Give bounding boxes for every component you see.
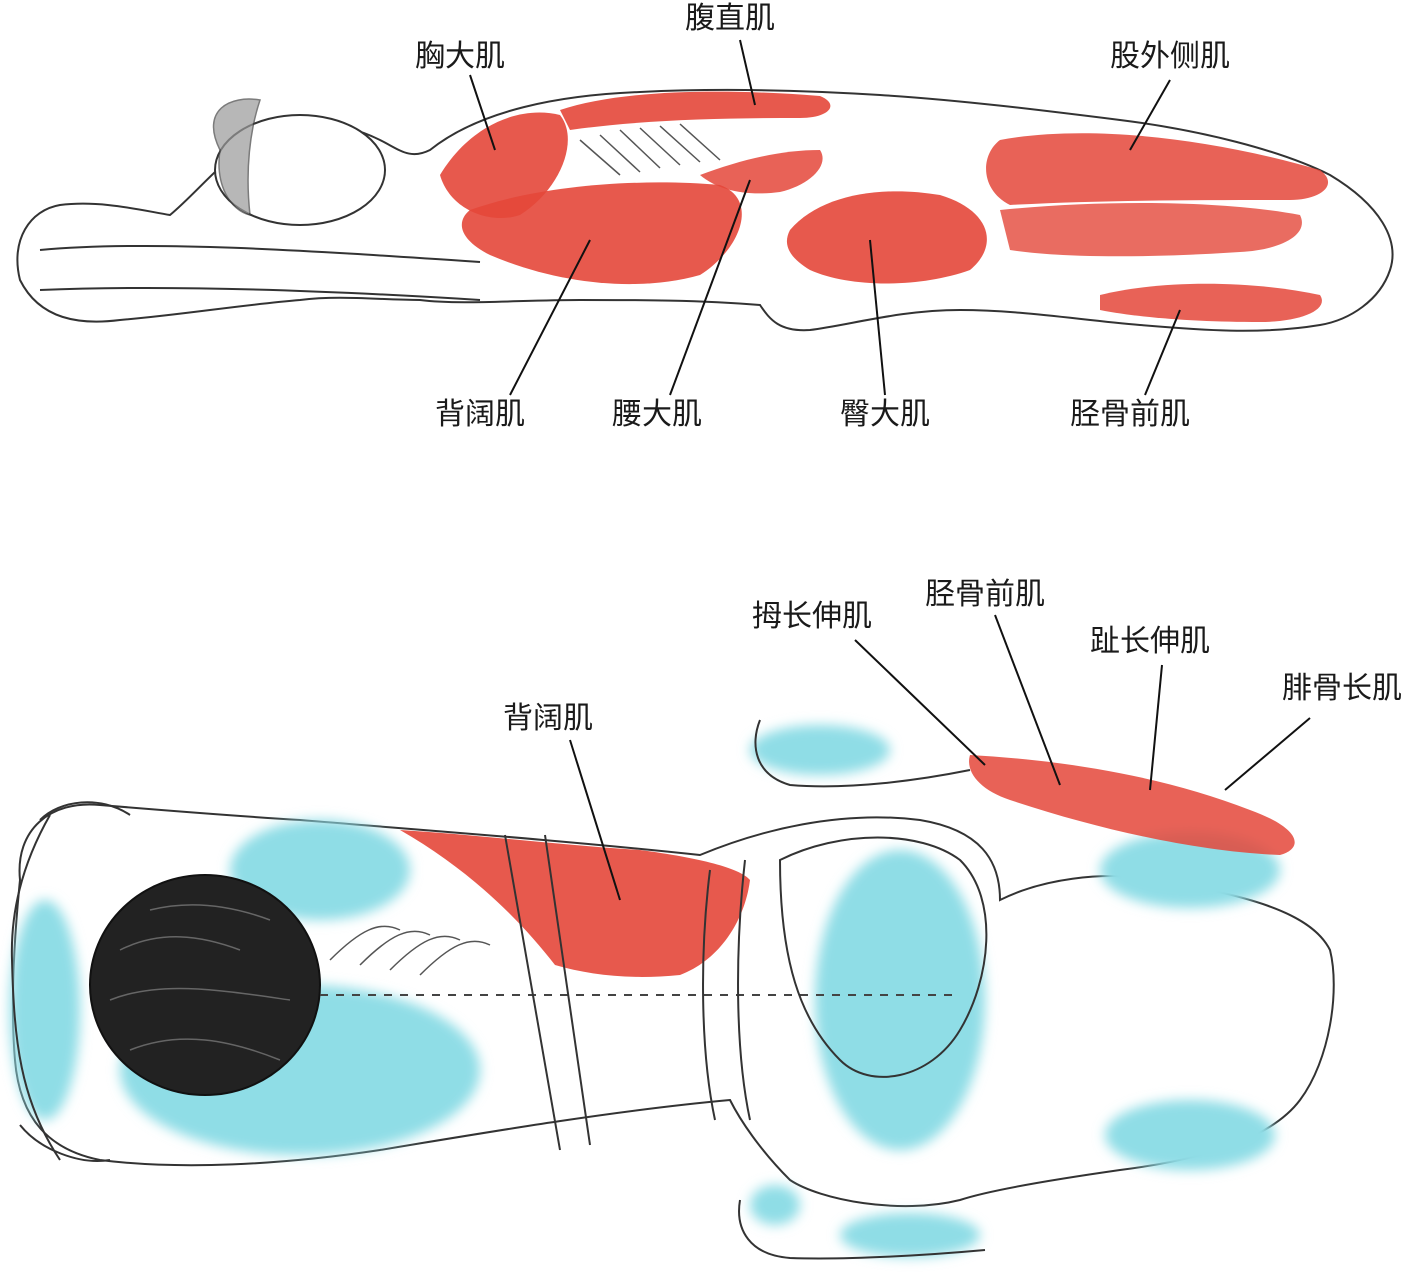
bottom-figure	[10, 614, 1335, 1260]
bottom-hand-top	[39, 801, 131, 821]
bottom-waistband	[504, 834, 751, 1151]
bottom-foot-top	[754, 719, 971, 788]
support-foot-bottom	[840, 1213, 980, 1257]
top-arms	[39, 244, 481, 301]
label-psoas-major: 腰大肌	[612, 397, 702, 432]
top-ribs	[579, 123, 721, 176]
top-muscle-vastus-lower	[1000, 203, 1302, 257]
top-hair	[212, 98, 261, 216]
bottom-hand-bottom	[19, 1124, 111, 1162]
bottom-muscle-latissimus	[400, 830, 750, 977]
top-muscle-pectoralis	[440, 112, 568, 219]
label-extensor-hallucis-longus: 拇长伸肌	[752, 599, 872, 634]
top-leader-lines	[469, 39, 1181, 396]
label-latissimus-dorsi-bottom: 背阔肌	[503, 701, 593, 736]
bottom-arm-left	[10, 814, 61, 1161]
label-peroneus-longus: 腓骨长肌	[1282, 671, 1402, 706]
top-muscle-rectus	[560, 91, 831, 130]
bottom-leader-lines	[569, 614, 1311, 901]
support-pelvis	[815, 850, 985, 1150]
label-rectus-abdominis: 腹直肌	[685, 1, 775, 36]
label-tibialis-anterior-top: 胫骨前肌	[1070, 397, 1190, 432]
bottom-muscle-shin	[969, 755, 1295, 855]
bottom-pelvis	[778, 836, 988, 1078]
top-muscle-vastus	[986, 133, 1329, 205]
label-vastus-lateralis: 股外侧肌	[1110, 39, 1230, 74]
bottom-ribs	[329, 925, 491, 976]
top-muscle-tibialis	[1100, 283, 1322, 322]
bottom-foot-bottom	[738, 1199, 986, 1260]
support-back-upper	[230, 820, 410, 920]
bottom-hair	[89, 874, 321, 1096]
top-head	[214, 114, 386, 226]
top-figure	[16, 39, 1394, 396]
support-arm-left	[10, 900, 80, 1120]
label-tibialis-anterior-bottom: 胫骨前肌	[925, 577, 1045, 612]
support-heel	[750, 1185, 800, 1225]
label-pectoralis-major: 胸大肌	[415, 39, 505, 74]
top-muscle-latissimus	[461, 182, 742, 285]
top-muscle-gluteus	[786, 191, 987, 284]
support-foot-top	[750, 725, 890, 775]
bottom-hair-texture	[109, 904, 291, 1061]
top-muscle-psoas	[700, 150, 823, 194]
support-knee-bottom	[1105, 1100, 1275, 1170]
label-extensor-digitorum-longus: 趾长伸肌	[1090, 624, 1210, 659]
label-gluteus-maximus: 臀大肌	[840, 397, 930, 432]
label-latissimus-dorsi-top: 背阔肌	[435, 397, 525, 432]
